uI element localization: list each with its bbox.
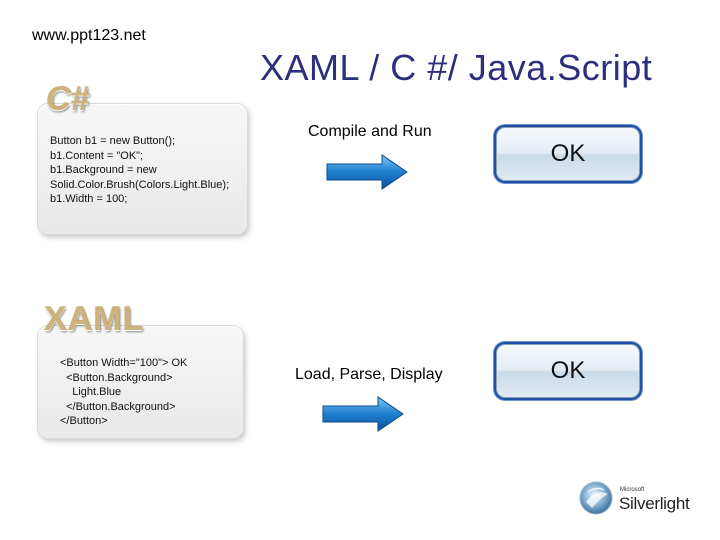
- silverlight-logo-text: Silverlight: [619, 494, 690, 513]
- xaml-code-card: [38, 326, 243, 438]
- compile-run-label: Compile and Run: [308, 123, 432, 140]
- xaml-label: XAML: [44, 300, 145, 338]
- csharp-code-card: [38, 104, 247, 234]
- right-arrow-icon: [326, 154, 408, 190]
- slide-title: XAML / C #/ Java.Script: [260, 47, 653, 88]
- microsoft-logo-text: Microsoft: [620, 487, 645, 493]
- ok-button-result[interactable]: OK: [497, 128, 639, 180]
- ok-button-result[interactable]: OK: [497, 345, 639, 397]
- site-url: www.ppt123.net: [32, 27, 146, 44]
- csharp-label: C#: [46, 80, 90, 118]
- right-arrow-icon: [322, 396, 404, 432]
- xaml-code: <Button Width="100"> OK <Button.Backgrou…: [60, 357, 188, 428]
- silverlight-logo-icon: [579, 481, 613, 515]
- load-parse-display-label: Load, Parse, Display: [295, 366, 443, 383]
- csharp-code: Button b1 = new Button(); b1.Content = "…: [50, 135, 230, 206]
